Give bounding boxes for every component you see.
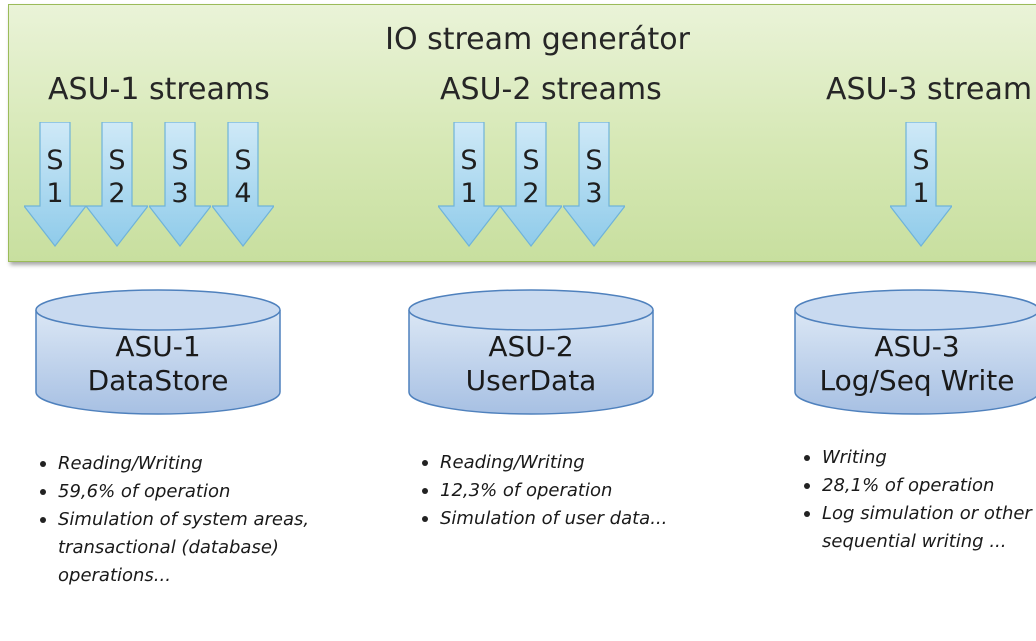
store-name: Log/Seq Write [819,364,1015,397]
stream-number: 1 [912,178,930,209]
stream-letter: S [46,145,64,176]
down-arrow-icon [149,122,211,247]
stream-number: 4 [234,178,252,209]
down-arrow-icon [500,122,562,247]
list-item: 28,1% of operation [800,472,1036,500]
store-name: DataStore [87,364,229,397]
asu1-streams-label: ASU-1 streams [48,72,270,107]
stream-number: 3 [171,178,189,209]
list-item: Writing [800,444,1036,472]
down-arrow-icon [86,122,148,247]
down-arrow-icon [438,122,500,247]
list-item: Reading/Writing [418,449,718,477]
asu3-stream-label: ASU-3 stream [826,72,1033,107]
store-id: ASU-3 [874,330,960,363]
list-item: 59,6% of operation [36,478,326,506]
stream-number: 2 [522,178,540,209]
asu3-description-list: Writing 28,1% of operation Log simulatio… [800,444,1036,556]
stream-letter: S [234,145,252,176]
stream-letter: S [108,145,126,176]
stream-letter: S [522,145,540,176]
stream-number: 1 [460,178,478,209]
down-arrow-icon [890,122,952,247]
database-cylinder-icon [35,289,281,415]
database-cylinder-icon [794,289,1036,415]
list-item: Simulation of user data... [418,505,718,533]
store-name: UserData [465,364,597,397]
stream-letter: S [912,145,930,176]
list-item: Reading/Writing [36,450,326,478]
asu2-description-list: Reading/Writing 12,3% of operation Simul… [418,449,718,533]
stream-number: 2 [108,178,126,209]
store-id: ASU-1 [115,330,201,363]
database-cylinder-icon [408,289,654,415]
list-item: 12,3% of operation [418,477,718,505]
asu1-description-list: Reading/Writing 59,6% of operation Simul… [36,450,326,590]
down-arrow-icon [563,122,625,247]
down-arrow-icon [24,122,86,247]
down-arrow-icon [212,122,274,247]
asu2-streams-label: ASU-2 streams [440,72,662,107]
stream-number: 3 [585,178,603,209]
stream-letter: S [585,145,603,176]
stream-letter: S [171,145,189,176]
store-id: ASU-2 [488,330,574,363]
generator-title: IO stream generátor [385,22,690,57]
stream-letter: S [460,145,478,176]
stream-number: 1 [46,178,64,209]
list-item: Simulation of system areas,transactional… [36,506,326,590]
